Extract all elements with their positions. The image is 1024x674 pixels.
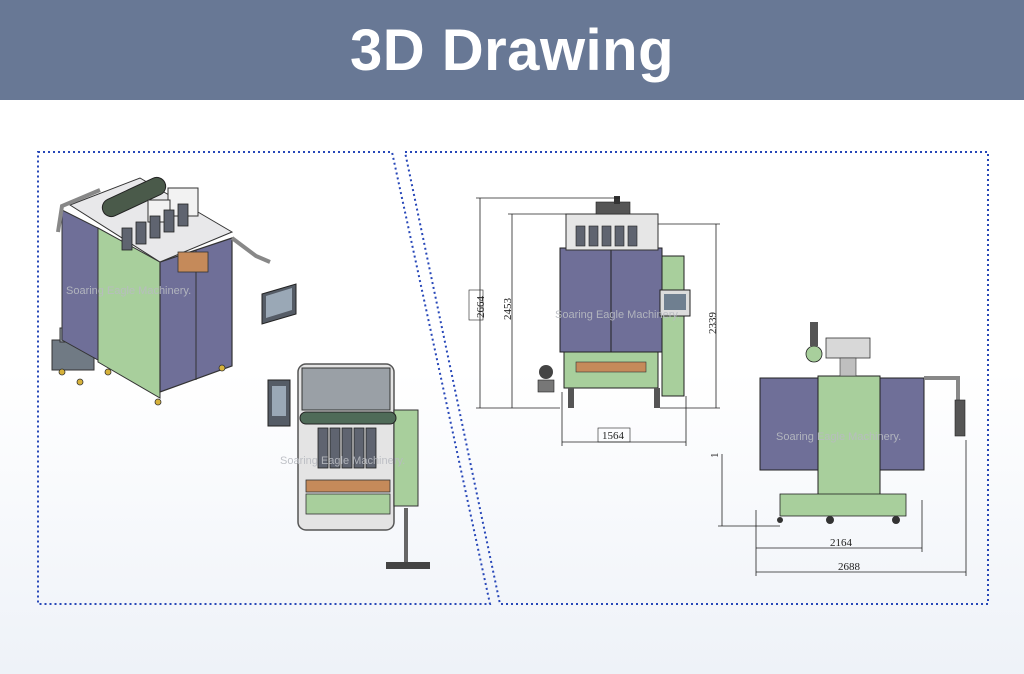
- dim-2664: 2664: [475, 296, 487, 319]
- watermark-front: Soaring Eagle Machinery.: [555, 309, 680, 321]
- left-frame: [37, 151, 492, 605]
- dim-2453: 2453: [502, 298, 514, 321]
- dim-1564: 1564: [602, 430, 625, 442]
- dim-2339: 2339: [707, 312, 719, 335]
- header-bar: 3D Drawing: [0, 0, 1024, 100]
- page-title: 3D Drawing: [349, 17, 675, 83]
- right-frame: [403, 151, 989, 605]
- watermark-side: Soaring Eagle Machinery.: [776, 431, 901, 443]
- top-machine-view: Soaring Eagle Machinery.: [267, 363, 430, 569]
- dim-1: 1: [709, 453, 721, 459]
- front-elevation-view: Soaring Eagle Machinery. 2664 2453 2339 …: [468, 196, 720, 446]
- dim-2164: 2164: [830, 537, 853, 549]
- dim-2688: 2688: [838, 561, 861, 573]
- side-elevation-view: Soaring Eagle Machinery. 1 2164 2688: [709, 322, 967, 576]
- watermark-top: Soaring Eagle Machinery.: [280, 455, 405, 467]
- isometric-machine-view: Soaring Eagle Machinery.: [51, 176, 297, 406]
- watermark-isometric: Soaring Eagle Machinery.: [66, 285, 191, 297]
